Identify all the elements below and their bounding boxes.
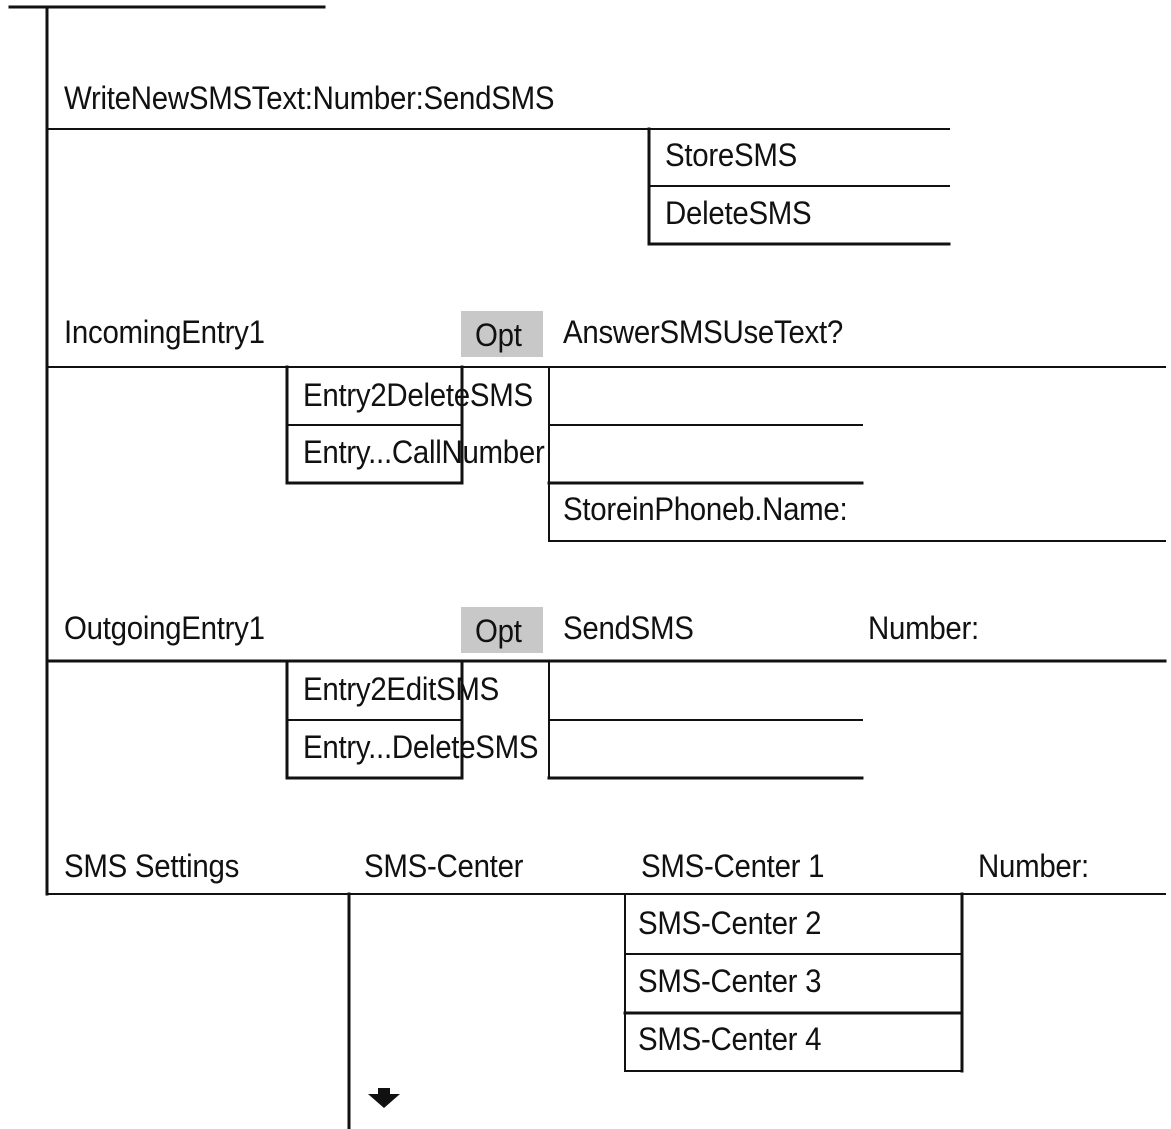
outgoing-opt-button[interactable]: Opt (461, 607, 543, 653)
sms-center-3[interactable]: SMS-Center 3 (638, 963, 822, 999)
write-sms-item[interactable]: WriteNewSMSText:Number:SendSMS (64, 80, 555, 116)
outgoing-entry-more[interactable]: Entry...DeleteSMS (303, 729, 539, 765)
incoming-entry-more[interactable]: Entry...CallNumber (303, 434, 545, 470)
store-sms-option[interactable]: StoreSMS (665, 137, 797, 173)
down-arrow-icon (368, 1088, 400, 1108)
outgoing-number-label: Number: (868, 610, 979, 646)
sms-center-1[interactable]: SMS-Center 1 (641, 848, 825, 884)
send-sms-option[interactable]: SendSMS (563, 610, 694, 646)
delete-sms-option[interactable]: DeleteSMS (665, 195, 812, 231)
answer-sms-option[interactable]: AnswerSMSUseText? (563, 314, 843, 350)
incoming-opt-button[interactable]: Opt (461, 311, 543, 357)
settings-number-label: Number: (978, 848, 1089, 884)
incoming-entry-2[interactable]: Entry2DeleteSMS (303, 377, 533, 413)
outgoing-entry-2[interactable]: Entry2EditSMS (303, 671, 500, 707)
incoming-opt-label: Opt (475, 317, 522, 353)
sms-center-4[interactable]: SMS-Center 4 (638, 1021, 822, 1057)
sms-center-item[interactable]: SMS-Center (364, 848, 524, 884)
store-in-phonebook-option[interactable]: StoreinPhoneb.Name: (563, 491, 848, 527)
sms-center-2[interactable]: SMS-Center 2 (638, 905, 822, 941)
sms-settings-item[interactable]: SMS Settings (64, 848, 240, 884)
outgoing-opt-label: Opt (475, 613, 522, 649)
outgoing-entry-1[interactable]: OutgoingEntry1 (64, 610, 265, 646)
incoming-entry-1[interactable]: IncomingEntry1 (64, 314, 265, 350)
